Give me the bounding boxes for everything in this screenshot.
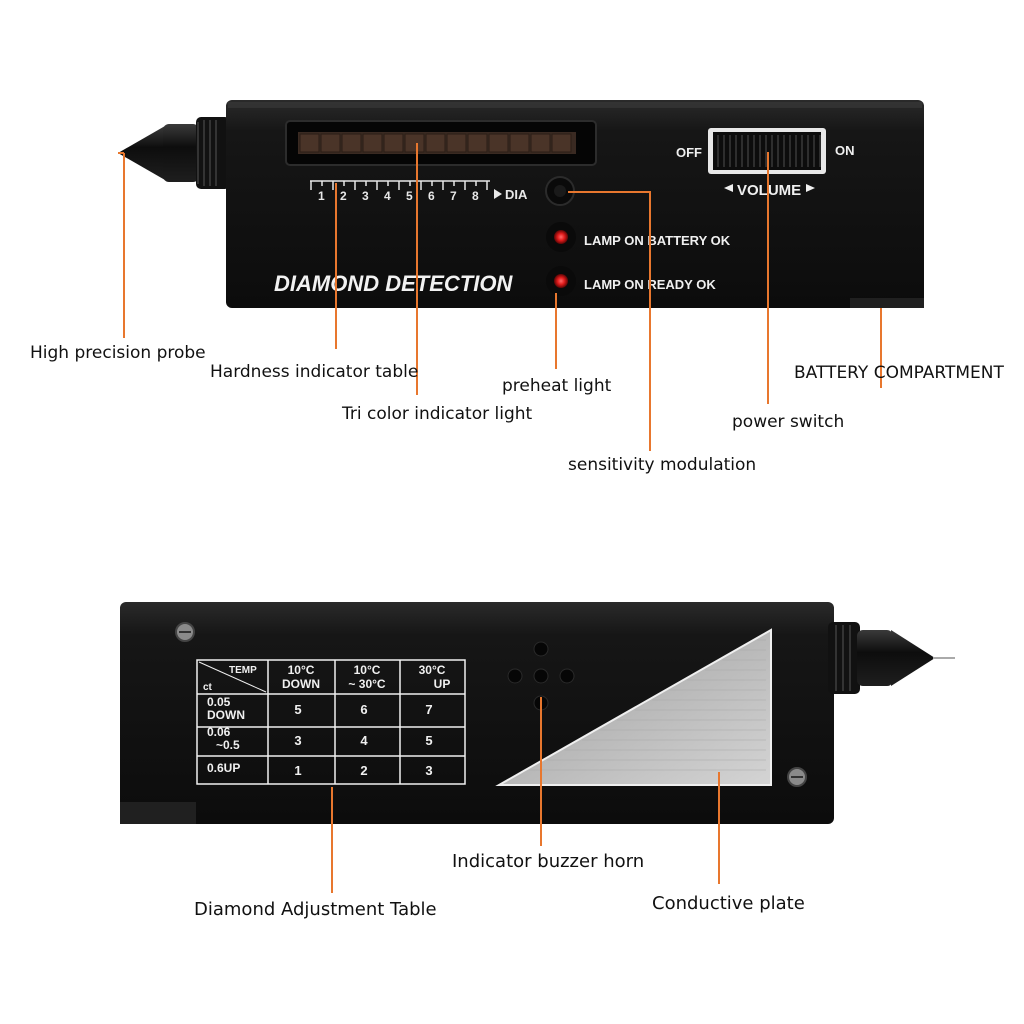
brand-label: DIAMOND DETECTION [274,271,513,296]
scale-tick-label: 3 [362,189,369,203]
scale-end-label: DIA [505,187,528,202]
battery-led-icon [554,230,568,244]
volume-label: VOLUME [737,182,801,199]
table-cell-value: 1 [294,763,301,778]
callout-probe: High precision probe [30,343,206,363]
table-corner-top: TEMP [229,665,257,676]
callout-plate: Conductive plate [652,893,805,914]
callout-battery: BATTERY COMPARTMENT [794,363,1004,383]
table-corner-bottom: ct [203,682,213,693]
led-segment [320,133,341,153]
hardness-scale: 1 2 3 4 5 6 7 8 DIA [310,180,528,203]
led-segment [551,133,572,153]
table-column-header-top: 10°C [288,663,315,677]
table-cell-value: 5 [294,702,301,717]
table-cell-value: 7 [425,702,432,717]
led-segment [362,133,383,153]
led-segment [509,133,530,153]
led-segment [530,133,551,153]
callout-buzzer: Indicator buzzer horn [452,851,645,872]
scale-tick-label: 1 [318,189,325,203]
callout-adjustment: Diamond Adjustment Table [194,899,437,920]
sensitivity-knob[interactable] [545,176,575,206]
table-cell-value: 3 [294,733,301,748]
table-cell-value: 3 [425,763,432,778]
table-row-label-top: 0.05 [207,695,231,709]
callout-preheat: preheat light [502,376,612,396]
scale-tick-label: 7 [450,189,457,203]
front-probe [118,117,230,189]
scale-tick-label: 5 [406,189,413,203]
table-cell-value: 4 [360,733,368,748]
diamond-adjustment-table [196,659,466,785]
ready-led-icon [554,274,568,288]
table-column-header-top: 30°C [419,663,446,677]
switch-off-label: OFF [676,145,702,160]
scale-tick-label: 4 [384,189,391,203]
buzzer-horn [507,641,575,711]
led-segment [299,133,320,153]
back-probe [828,622,955,694]
led-segment [488,133,509,153]
table-column-header-top: 10°C [354,663,381,677]
table-cell-value: 6 [360,702,367,717]
volume-right-arrow-icon [806,184,815,192]
conductive-plate [495,628,772,786]
switch-on-label: ON [835,143,855,158]
table-column-header-bottom: DOWN [282,677,320,691]
indicator-display [285,120,597,166]
scale-tick-label: 2 [340,189,347,203]
led-segment [404,133,425,153]
scale-tick-label: 6 [428,189,435,203]
volume-left-arrow-icon [724,184,733,192]
callout-hardness: Hardness indicator table [210,362,419,382]
ready-lamp [546,266,576,296]
battery-lamp [546,222,576,252]
table-row-label-top: 0.6UP [207,761,240,775]
scale-arrow-icon [494,189,502,199]
callout-power: power switch [732,412,845,432]
callout-sensitivity: sensitivity modulation [568,455,757,475]
table-row-label-bottom: DOWN [207,708,245,722]
table-cell-value: 5 [425,733,432,748]
led-segment [467,133,488,153]
led-segment [446,133,467,153]
led-segment [341,133,362,153]
scale-tick-label: 8 [472,189,479,203]
table-row-label-bottom: ~0.5 [216,738,240,752]
table-cell-value: 2 [360,763,367,778]
led-segment [425,133,446,153]
table-column-header-bottom: ~ 30°C [348,677,385,691]
led-segment [383,133,404,153]
battery-lamp-label: LAMP ON BATTERY OK [584,233,731,248]
screw-top-icon [175,622,195,642]
screw-bottom-icon [787,767,807,787]
callout-lines [118,143,882,893]
callout-tricolor: Tri color indicator light [342,404,533,424]
table-column-header-bottom: UP [434,677,451,691]
table-row-label-top: 0.06 [207,725,231,739]
